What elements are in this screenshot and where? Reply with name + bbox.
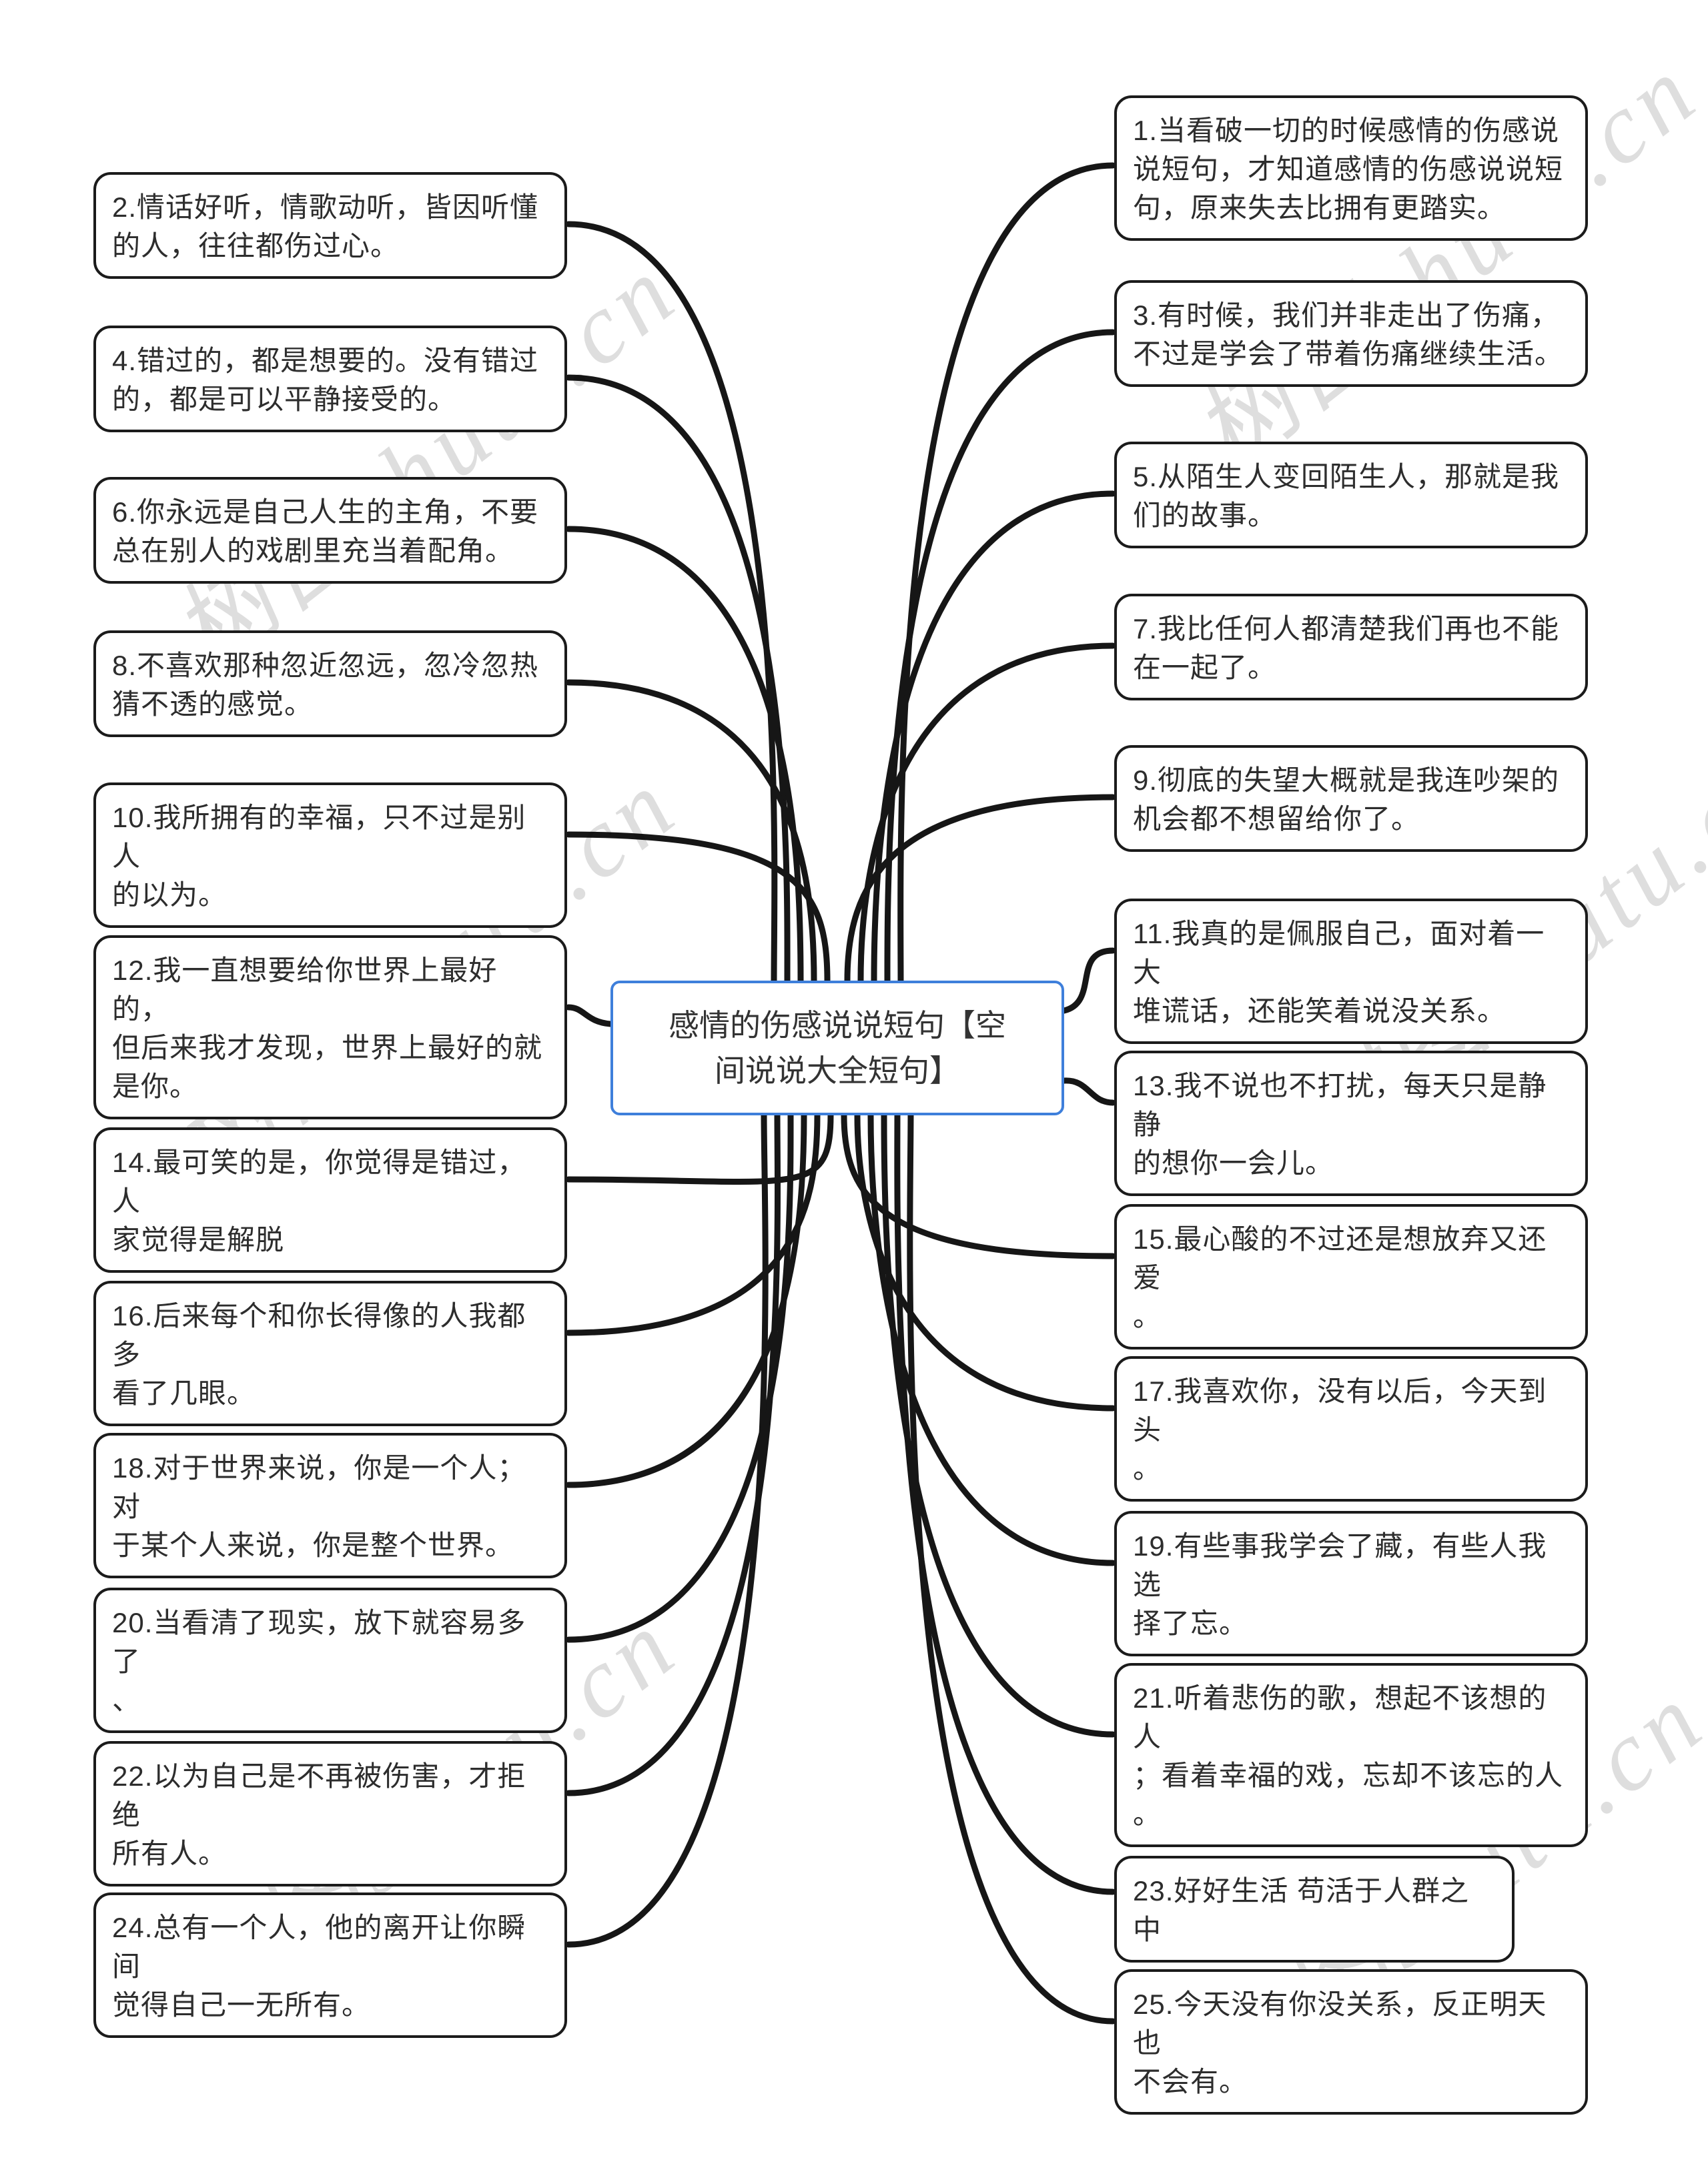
connector-line-15 [841,1112,1116,1259]
connector-line-22 [565,1112,781,1796]
mindmap-node-11[interactable]: 11.我真的是佩服自己，面对着一大 堆谎话，还能笑着说没关系。 [1114,899,1588,1044]
mindmap-node-19[interactable]: 19.有些事我学会了藏，有些人我选 择了忘。 [1114,1511,1588,1656]
mindmap-node-2[interactable]: 2.情话好听，情歌动听，皆因听懂 的人，往往都伤过心。 [93,172,567,279]
mindmap-node-9[interactable]: 9.彻底的失望大概就是我连吵架的 机会都不想留给你了。 [1114,745,1588,852]
connector-line-6 [565,526,804,984]
mindmap-node-1[interactable]: 1.当看破一切的时候感情的伤感说 说短句，才知道感情的伤感说说短 句，原来失去比… [1114,95,1588,241]
mindmap-node-8[interactable]: 8.不喜欢那种忽近忽远，忽冷忽热 猜不透的感觉。 [93,630,567,737]
mindmap-node-16[interactable]: 16.后来每个和你长得像的人我都多 看了几眼。 [93,1281,567,1426]
mindmap-node-17[interactable]: 17.我喜欢你，没有以后，今天到头 。 [1114,1356,1588,1502]
connector-line-1 [897,162,1116,984]
connector-line-10 [565,831,831,984]
connector-line-21 [881,1112,1116,1738]
mindmap-node-24[interactable]: 24.总有一个人，他的离开让你瞬间 觉得自己一无所有。 [93,1892,567,2038]
mindmap-node-12[interactable]: 12.我一直想要给你世界上最好的， 但后来我才发现，世界上最好的就 是你。 [93,935,567,1119]
mindmap-node-5[interactable]: 5.从陌生人变回陌生人，那就是我 们的故事。 [1114,442,1588,548]
connector-line-2 [565,221,778,984]
connector-line-13 [1061,1077,1116,1106]
central-topic-node[interactable]: 感情的伤感说说短句【空 间说说大全短句】 [610,981,1064,1115]
mindmap-node-4[interactable]: 4.错过的，都是想要的。没有错过 的，都是可以平静接受的。 [93,326,567,432]
connector-line-24 [565,1112,769,1948]
connector-line-14 [565,1112,834,1185]
mindmap-node-15[interactable]: 15.最心酸的不过还是想放弃又还爱 。 [1114,1204,1588,1349]
mindmap-node-6[interactable]: 6.你永远是自己人生的主角，不要 总在别人的戏剧里充当着配角。 [93,477,567,584]
mindmap-node-14[interactable]: 14.最可笑的是，你觉得是错过，人 家觉得是解脱 [93,1127,567,1273]
connector-line-25 [907,1112,1116,2025]
mindmap-node-7[interactable]: 7.我比任何人都清楚我们再也不能 在一起了。 [1114,594,1588,700]
connector-line-12 [565,1004,614,1027]
mindmap-node-20[interactable]: 20.当看清了现实，放下就容易多了 、 [93,1588,567,1733]
connector-line-9 [844,794,1116,984]
connector-line-19 [867,1112,1116,1566]
mindmap-node-3[interactable]: 3.有时候，我们并非走出了伤痛， 不过是学会了带着伤痛继续生活。 [1114,280,1588,387]
connector-line-7 [857,642,1116,984]
connector-line-11 [1061,947,1116,1014]
connector-line-8 [565,679,817,984]
mindmap-node-18[interactable]: 18.对于世界来说，你是一个人；对 于某个人来说，你是整个世界。 [93,1433,567,1578]
mindmap-node-23[interactable]: 23.好好生活 苟活于人群之中 [1114,1856,1515,1963]
connector-line-3 [884,329,1116,984]
mindmap-node-22[interactable]: 22.以为自己是不再被伤害，才拒绝 所有人。 [93,1741,567,1886]
mindmap-node-10[interactable]: 10.我所拥有的幸福，只不过是别人 的以为。 [93,782,567,928]
mindmap-node-21[interactable]: 21.听着悲伤的歌，想起不该想的人 ；看着幸福的戏，忘却不该忘的人 。 [1114,1663,1588,1847]
mindmap-node-13[interactable]: 13.我不说也不打扰，每天只是静静 的想你一会儿。 [1114,1051,1588,1196]
mindmap-node-25[interactable]: 25.今天没有你没关系，反正明天也 不会有。 [1114,1969,1588,2115]
connector-line-4 [565,374,791,984]
connector-line-5 [871,490,1116,984]
